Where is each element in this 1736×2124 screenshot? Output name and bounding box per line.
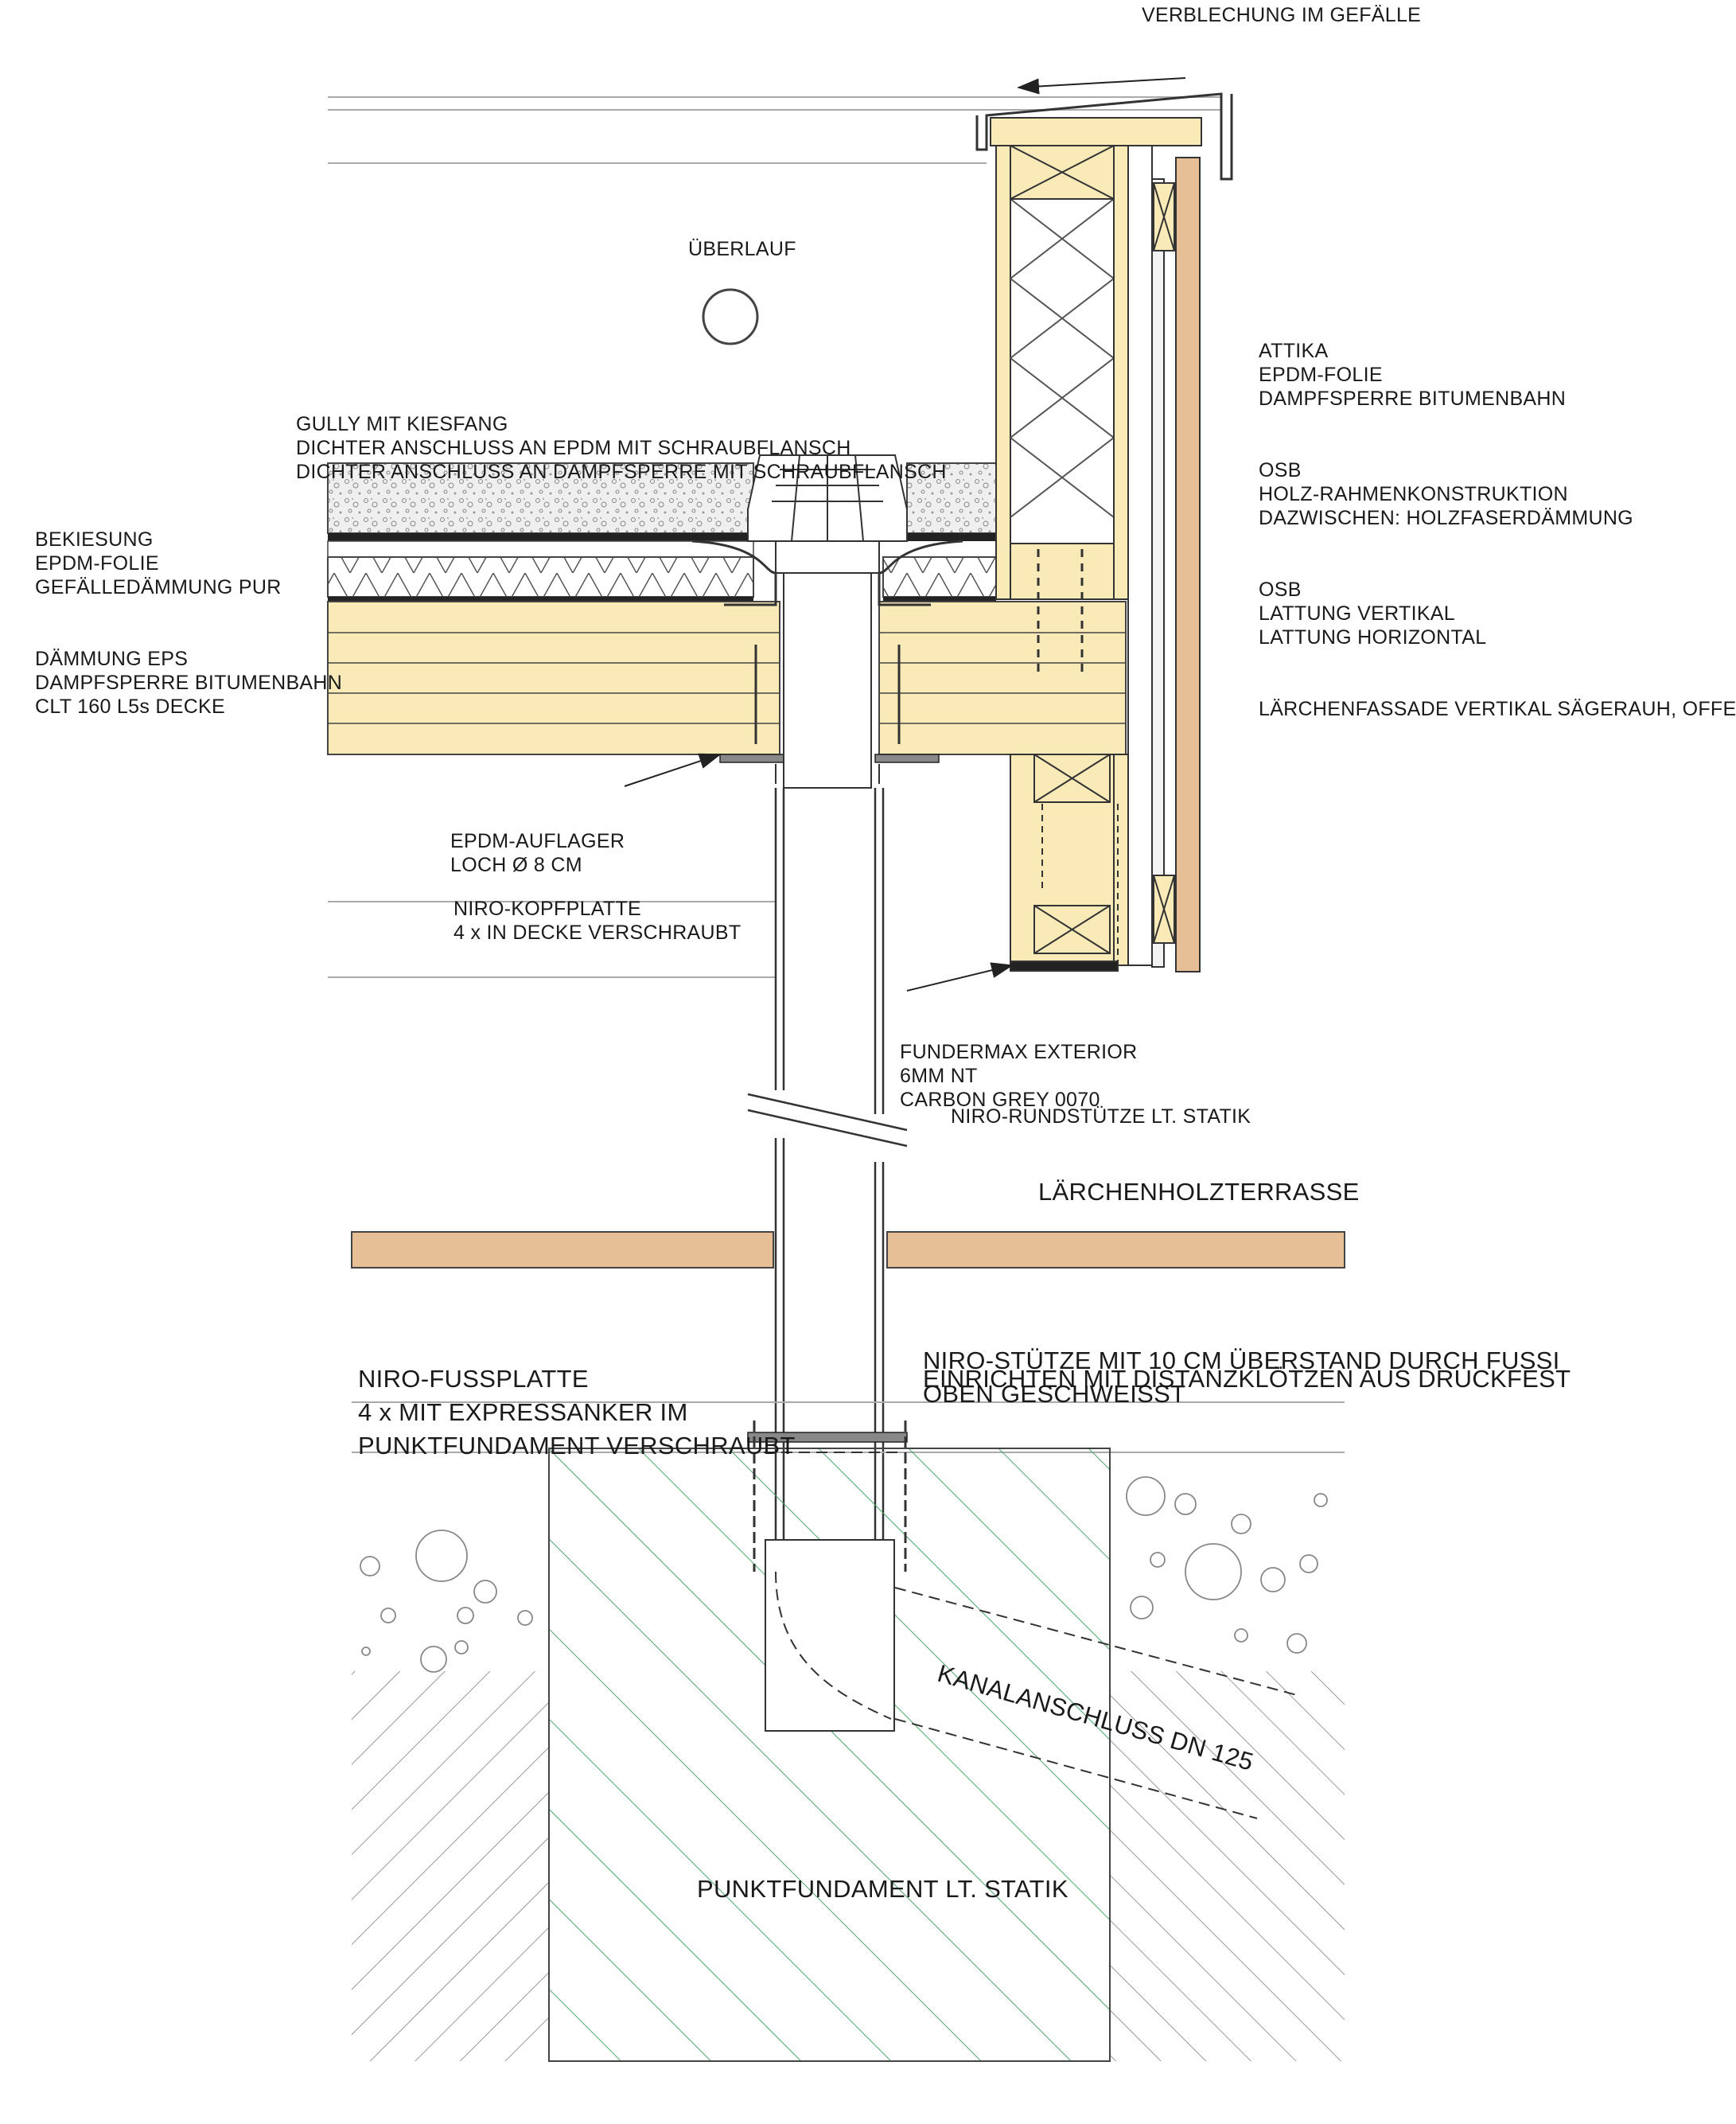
note-terrace: LÄRCHENHOLZTERRASSE [1038,1178,1360,1206]
note-column-welded: NIRO-STÜTZE MIT 10 CM ÜBERSTAND DURCH FU… [923,1346,1560,1408]
leader-epdm [624,753,722,787]
lower-wall [1010,549,1129,972]
ground-section [352,1401,1345,2062]
reference-lines [328,96,1221,978]
overflow-circle [702,288,759,345]
terrace-board-left [351,1231,774,1269]
note-foundation: PUNKTFUNDAMENT LT. STATIK [697,1875,1068,1903]
roof-buildup [327,462,997,602]
slope-arrow [1017,77,1186,95]
terrace-board-right [886,1231,1345,1269]
note-overflow: ÜBERLAUF [688,238,796,260]
gully [691,454,963,789]
leader-fundermax [906,962,1014,992]
note-slope-cladding: VERBLECHUNG IM GEFÄLLE [1142,4,1422,26]
attic-wall [975,92,1233,972]
note-column: NIRO-RUNDSTÜTZE LT. STATIK [951,1105,1251,1128]
note-alignment: EINRICHTEN MIT DISTANZKLÖTZEN AUS DRUCKF… [923,1365,1571,1393]
soil-stones [360,1476,1328,1673]
clt-slab [327,601,1127,763]
